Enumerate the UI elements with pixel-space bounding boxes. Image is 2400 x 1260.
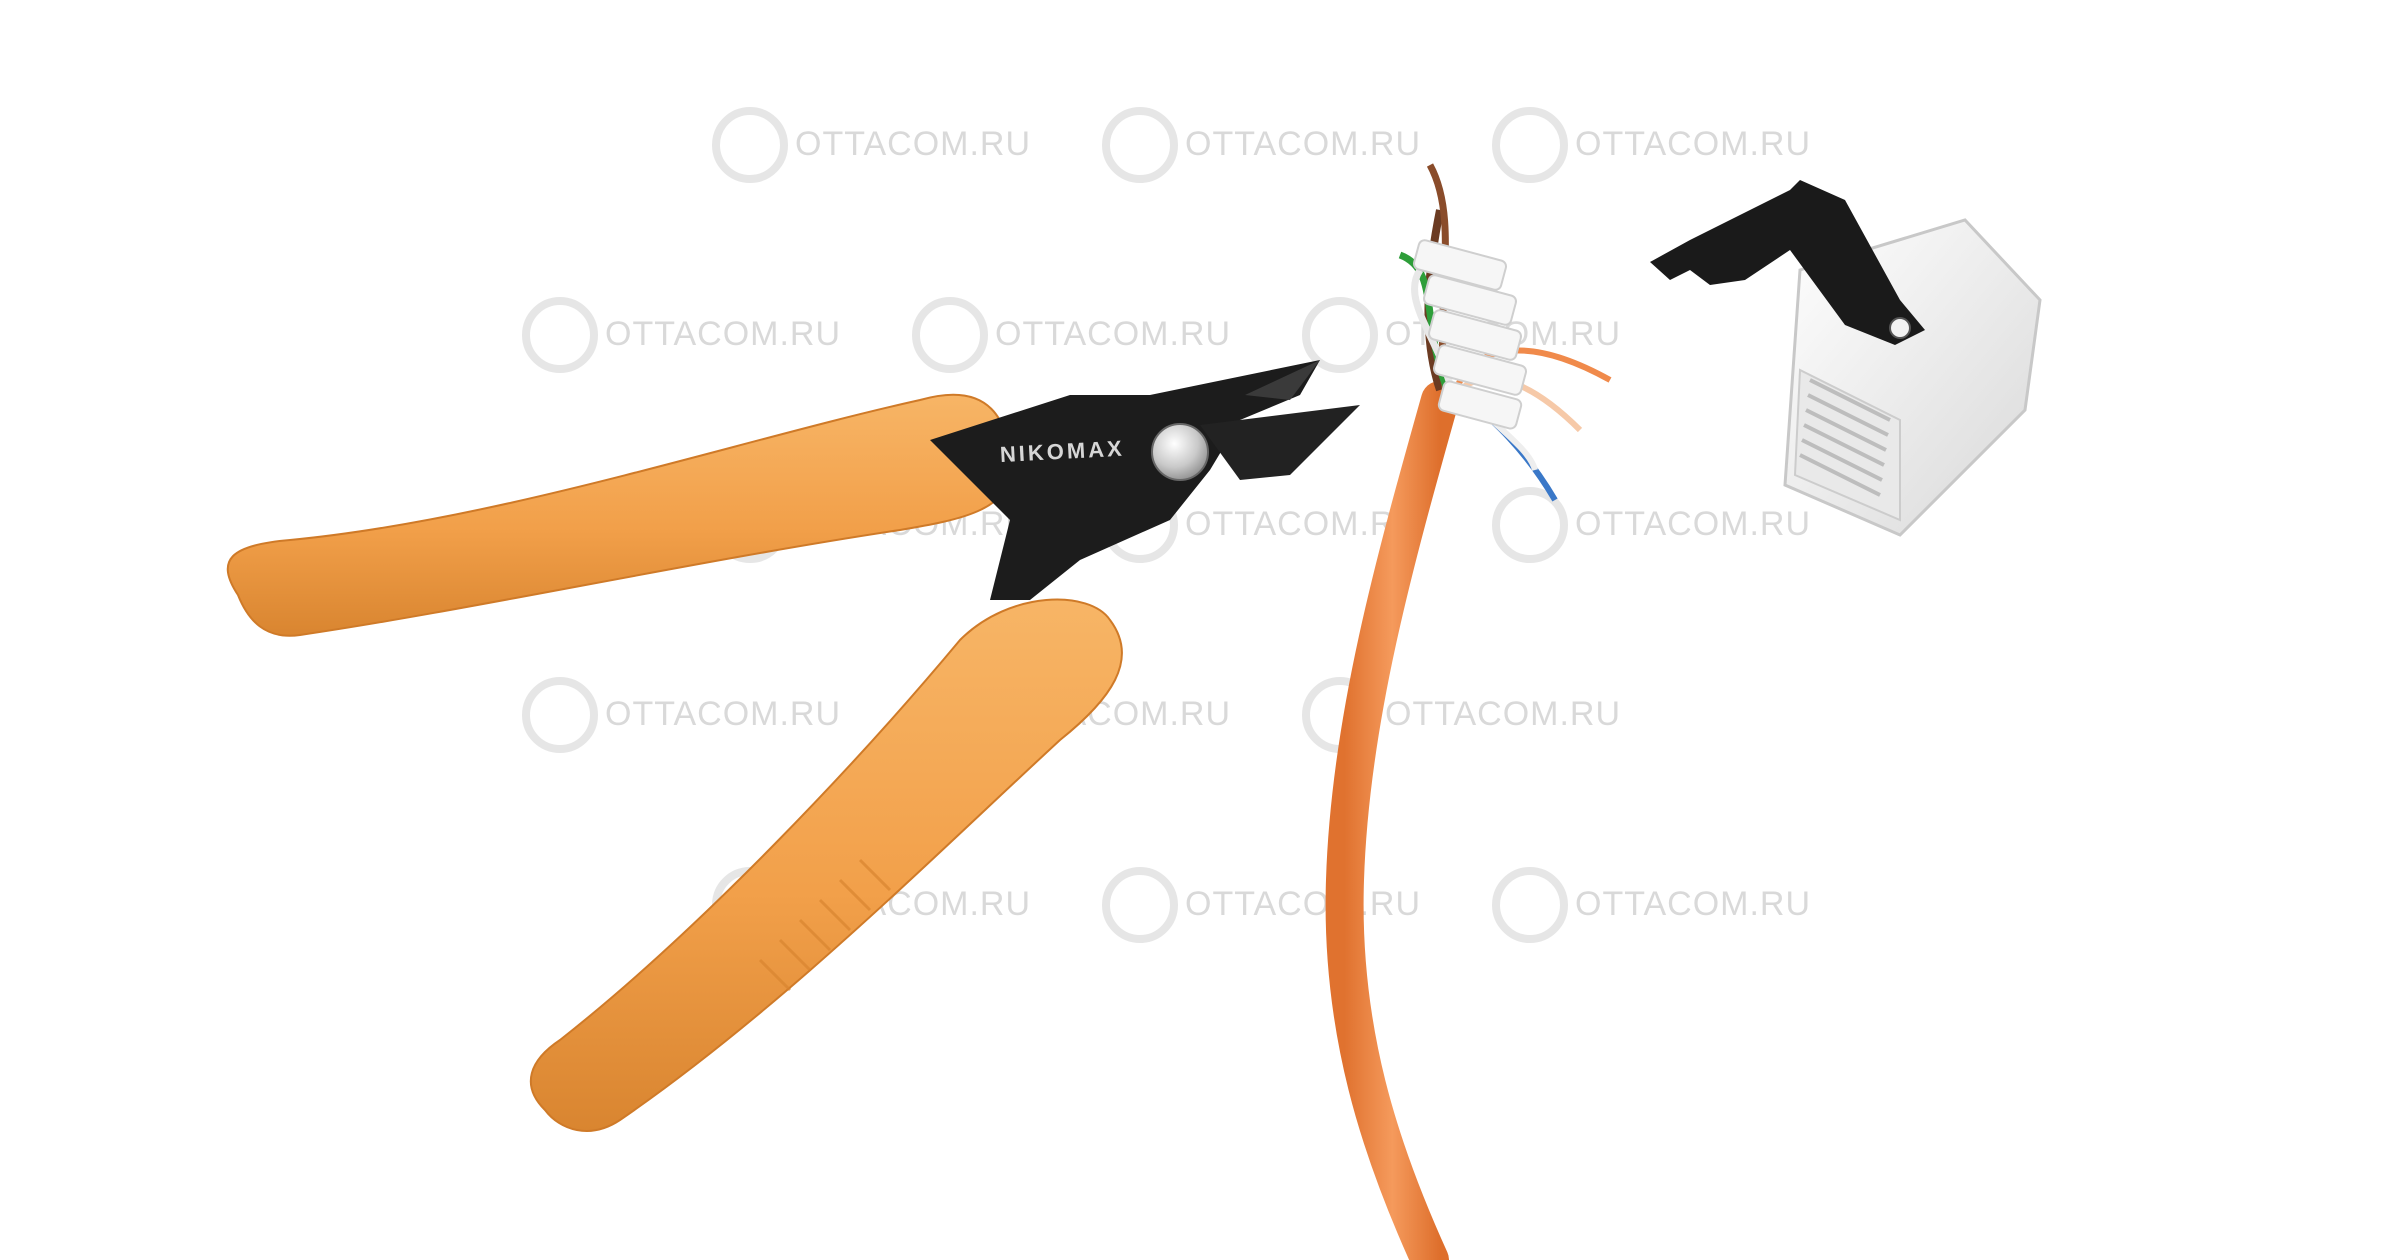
side-cutter-pliers: NIKOMAX [226, 360, 1360, 1132]
wire-holder [1412, 239, 1528, 430]
watermark-text: OTTACOM.RU [1575, 885, 1811, 923]
watermark-logo-icon [912, 297, 988, 373]
pivot-screw [1151, 423, 1209, 481]
watermark-text: OTTACOM.RU [605, 315, 841, 353]
watermark-text: OTTACOM.RU [1385, 695, 1621, 733]
watermark-logo-icon [522, 677, 598, 753]
watermark-text: OTTACOM.RU [1185, 885, 1421, 923]
watermark-text: OTTACOM.RU [1185, 505, 1421, 543]
watermark-logo-icon [1492, 487, 1568, 563]
watermark-text: OTTACOM.RU [1185, 125, 1421, 163]
latch [1650, 180, 1925, 345]
keystone-module [1650, 180, 2042, 537]
watermark-text: OTTACOM.RU [995, 315, 1231, 353]
watermark-logo-icon [522, 297, 598, 373]
watermark-logo-icon [1492, 107, 1568, 183]
watermark-text: OTTACOM.RU [1575, 505, 1811, 543]
watermark-text: OTTACOM.RU [1575, 125, 1811, 163]
watermark-text: OTTACOM.RU [795, 125, 1031, 163]
watermark-logo-icon [1492, 867, 1568, 943]
watermark-text: OTTACOM.RU [605, 695, 841, 733]
watermark-logo-icon [1102, 867, 1178, 943]
ethernet-cable [1325, 163, 1612, 1260]
watermark-logo-icon [1302, 297, 1378, 373]
watermark-logo-icon [712, 107, 788, 183]
watermark-logo-icon [1102, 107, 1178, 183]
